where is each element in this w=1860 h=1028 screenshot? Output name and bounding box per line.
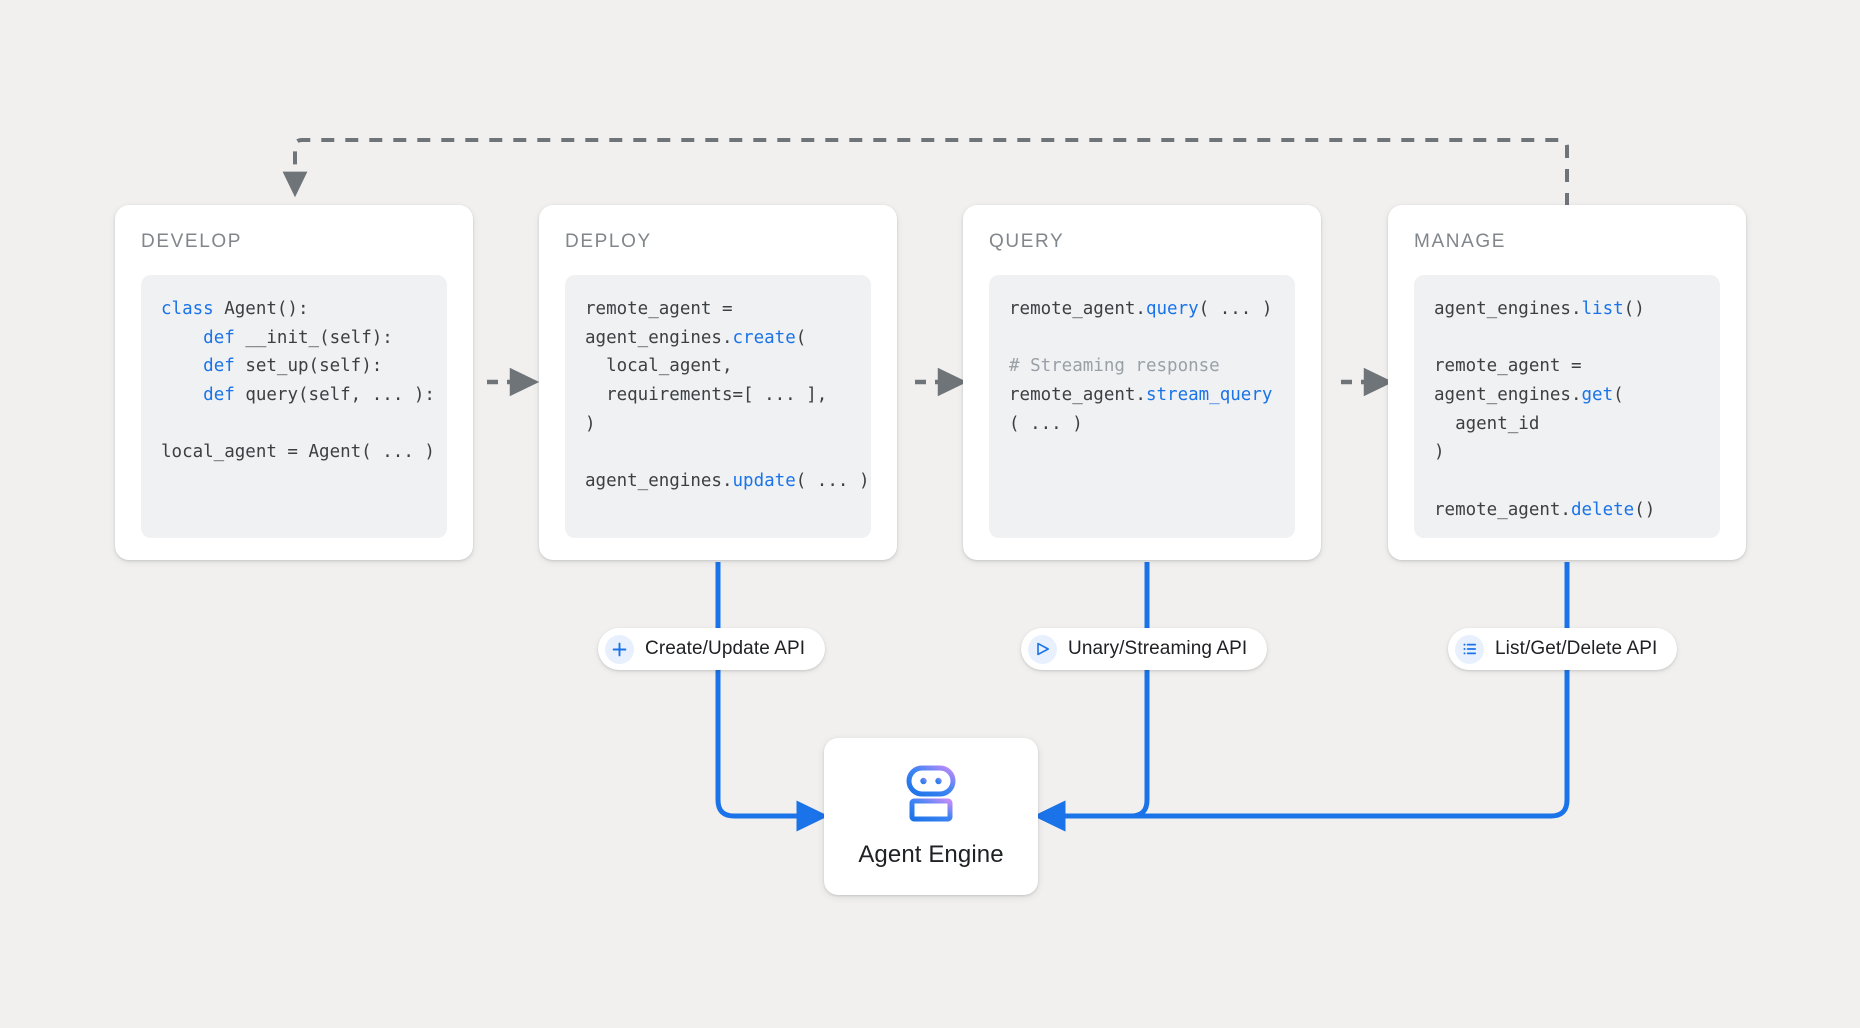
stage-title-deploy: DEPLOY [565, 231, 652, 252]
api-pill-create-update[interactable]: Create/Update API [598, 628, 826, 670]
stage-title-query: QUERY [989, 231, 1065, 252]
send-icon [1028, 634, 1057, 664]
list-icon [1455, 634, 1484, 664]
connector-query-to-agent-engine [1033, 562, 1150, 832]
api-pill-list-get-delete[interactable]: List/Get/Delete API [1448, 628, 1678, 670]
code-block-query: remote_agent.query( ... ) # Streaming re… [989, 275, 1295, 538]
api-pill-label: List/Get/Delete API [1495, 638, 1658, 659]
stage-card-develop[interactable]: DEVELOP class Agent(): def __init_(self)… [115, 205, 473, 560]
api-pill-label: Unary/Streaming API [1068, 638, 1248, 659]
connector-manage-to-agent-engine [1033, 562, 1570, 832]
code-block-deploy: remote_agent = agent_engines.create( loc… [565, 275, 871, 538]
api-pill-unary-streaming[interactable]: Unary/Streaming API [1021, 628, 1268, 670]
agent-engine-node[interactable]: Agent Engine [824, 738, 1038, 895]
robot-icon [900, 765, 962, 827]
stage-title-manage: MANAGE [1414, 231, 1507, 252]
stage-card-manage[interactable]: MANAGE agent_engines.list() remote_agent… [1388, 205, 1746, 560]
connector-deploy-to-agent-engine [715, 562, 829, 832]
feedback-loop-arrow [282, 138, 1569, 206]
stage-card-deploy[interactable]: DEPLOY remote_agent = agent_engines.crea… [539, 205, 897, 560]
stage-title-develop: DEVELOP [141, 231, 243, 252]
stage-card-query[interactable]: QUERY remote_agent.query( ... ) # Stream… [963, 205, 1321, 560]
code-block-manage: agent_engines.list() remote_agent = agen… [1414, 275, 1720, 538]
api-pill-label: Create/Update API [645, 638, 806, 659]
agent-engine-label: Agent Engine [858, 840, 1004, 868]
plus-icon [605, 634, 634, 664]
code-block-develop: class Agent(): def __init_(self): def se… [141, 275, 447, 538]
